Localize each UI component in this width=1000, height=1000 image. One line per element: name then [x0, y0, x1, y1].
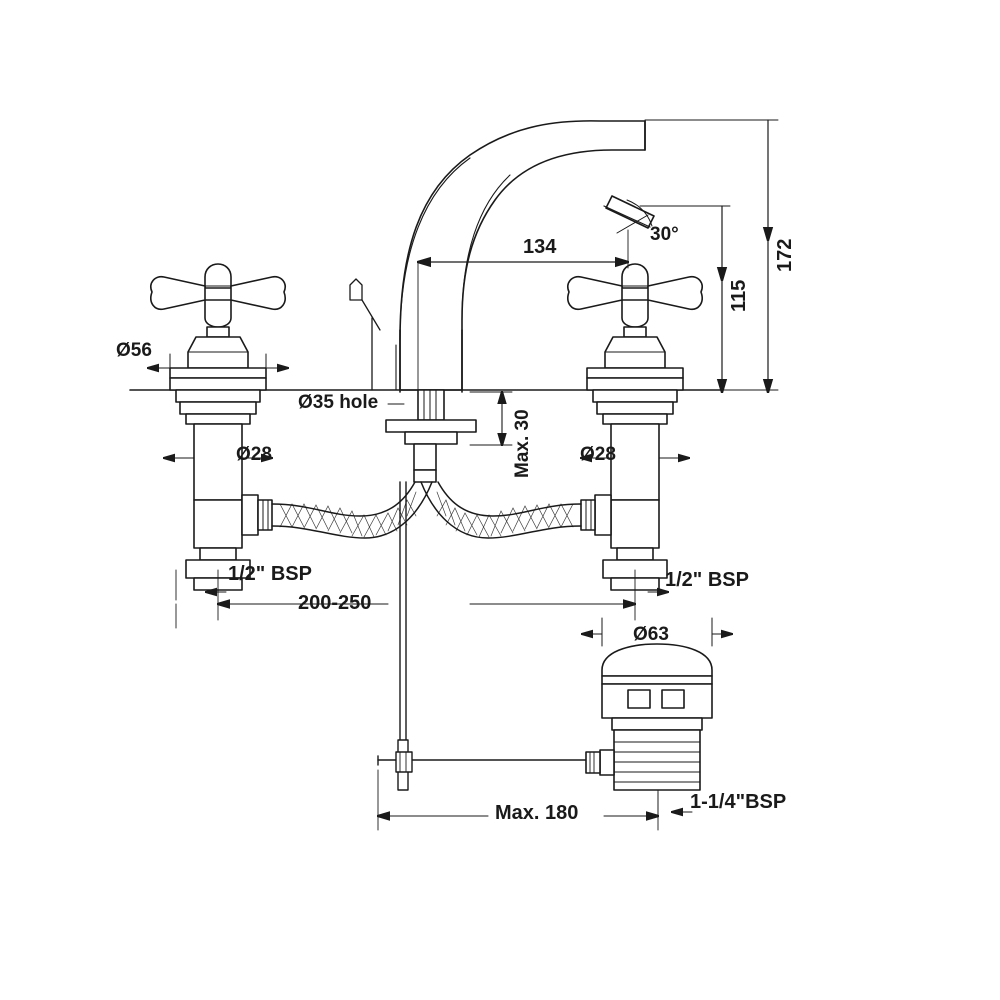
- dimension-max-thickness: Max. 30: [512, 409, 533, 478]
- hose-braid-texture: [279, 491, 574, 538]
- dimension-spout-reach: 134: [523, 236, 557, 258]
- dimension-waste-flange-dia: Ø63: [633, 624, 669, 645]
- dimension-spout-height: 115: [728, 279, 750, 312]
- dimension-handle-flange-dia: Ø56: [116, 340, 152, 361]
- dimension-spout-angle: 30°: [650, 224, 679, 245]
- pop-up-lift-rod: [349, 278, 381, 391]
- lift-rod-lower: [377, 481, 601, 791]
- centre-body: [385, 389, 477, 483]
- dimension-shank-dia-left: Ø28: [236, 444, 272, 465]
- dimension-tap-hole-dia: Ø35 hole: [298, 392, 379, 413]
- left-handle-assembly: [150, 263, 286, 591]
- dimension-waste-thread: 1-1/4"BSP: [690, 791, 787, 813]
- dimension-tap-hole-centres: 200-250: [298, 592, 372, 614]
- dimension-lines: [148, 119, 779, 831]
- spout-column: [399, 329, 463, 393]
- dimension-overall-height: 172: [774, 238, 796, 272]
- spout-body: [395, 120, 655, 391]
- dimension-inlet-thread-right: 1/2" BSP: [665, 569, 749, 591]
- dimension-rod-length: Max. 180: [495, 802, 579, 824]
- dimension-shank-dia-right: Ø28: [580, 444, 616, 465]
- flexible-hoses: [271, 481, 582, 539]
- pop-up-waste: [585, 643, 713, 791]
- right-handle-assembly: [567, 263, 703, 591]
- dimension-inlet-thread-left: 1/2" BSP: [228, 563, 312, 585]
